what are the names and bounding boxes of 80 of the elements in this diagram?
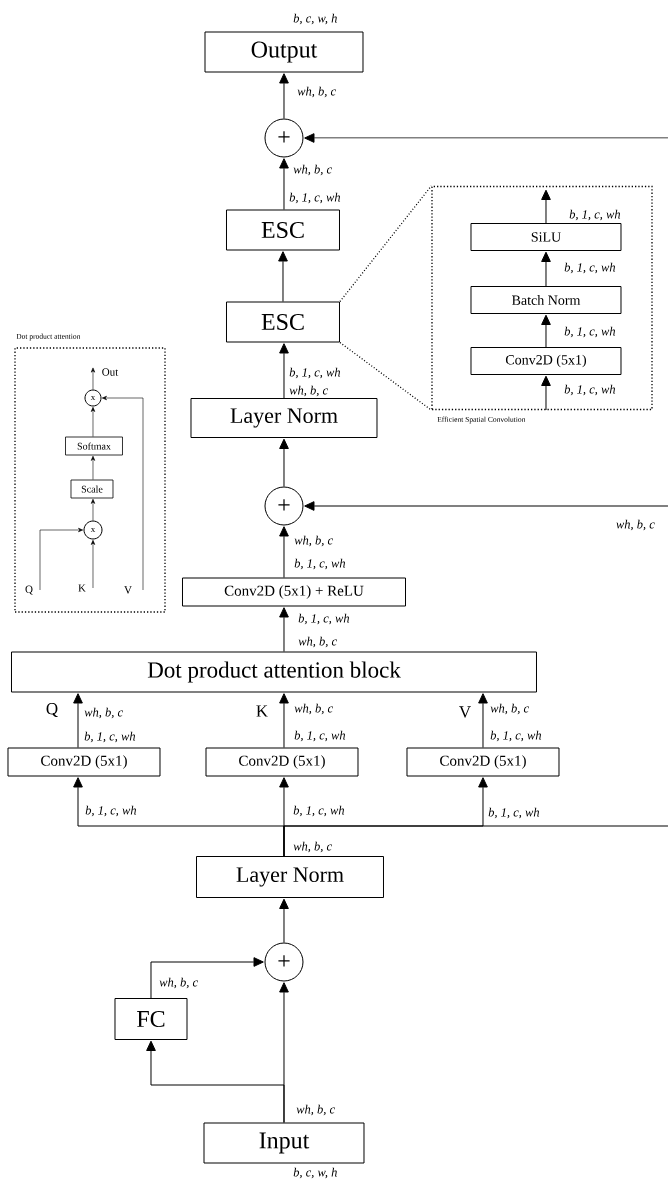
process-box: ESC	[226, 209, 340, 251]
process-box: Conv2D (5x1)	[470, 347, 622, 375]
branch-label: Q	[46, 703, 58, 717]
shape-label: wh, b, c	[298, 636, 337, 648]
zoom-line	[339, 341, 432, 411]
process-box: ESC	[226, 301, 340, 343]
shape-label: wh, b, c	[490, 703, 529, 715]
arrow	[146, 1040, 285, 1123]
shape-label: wh, b, c	[289, 385, 328, 397]
shape-label: b, 1, c, wh	[289, 192, 341, 204]
input-label: V	[124, 586, 132, 594]
process-box: Conv2D (5x1)	[7, 747, 161, 777]
shape-label: b, 1, c, wh	[294, 730, 346, 742]
connector-line	[283, 825, 668, 857]
arrow	[279, 607, 289, 652]
arrow	[304, 501, 668, 511]
arrow	[90, 498, 96, 521]
input-label: Out	[102, 368, 119, 376]
branch-label: K	[256, 705, 268, 717]
process-box: Dot product attention block	[11, 651, 537, 693]
process-box: Layer Norm	[190, 398, 378, 438]
arrow	[90, 407, 96, 437]
process-box: FC	[114, 998, 188, 1040]
shape-label: wh, b, c	[294, 535, 333, 547]
process-box: Conv2D (5x1)	[205, 747, 359, 777]
arrow	[279, 526, 289, 578]
arrow	[278, 251, 288, 302]
arrow	[279, 73, 289, 119]
shape-label: wh, b, c	[294, 703, 333, 715]
arrow	[279, 158, 289, 210]
inset-box	[431, 185, 653, 411]
arrow	[102, 395, 144, 591]
process-box: Scale	[70, 479, 114, 499]
arrow	[478, 693, 488, 748]
shape-label: wh, b, c	[293, 164, 332, 176]
arrow	[39, 527, 83, 591]
shape-label: wh, b, c	[297, 86, 336, 98]
arrow	[150, 957, 264, 999]
process-box: Output	[204, 31, 364, 73]
arrow	[279, 693, 289, 748]
arrow	[90, 367, 96, 390]
arrow	[90, 455, 96, 480]
shape-label: b, 1, c, wh	[84, 731, 136, 743]
shape-label: wh, b, c	[159, 977, 198, 989]
arrow	[541, 251, 551, 287]
shape-label: wh, b, c	[616, 519, 655, 531]
arrow	[541, 189, 551, 224]
arrow	[541, 375, 551, 411]
process-box: Layer Norm	[196, 856, 384, 898]
branch-label: V	[459, 706, 471, 718]
arrow	[279, 898, 289, 943]
shape-label: b, 1, c, wh	[294, 558, 346, 570]
shape-label: b, 1, c, wh	[490, 730, 542, 742]
arrow	[73, 693, 83, 748]
arrow	[279, 438, 289, 487]
arrow	[541, 314, 551, 348]
zoom-line	[339, 185, 432, 303]
shape-label: wh, b, c	[84, 707, 123, 719]
shape-label: b, 1, c, wh	[298, 613, 350, 625]
process-box: Conv2D (5x1)	[406, 747, 560, 777]
process-box: Input	[203, 1122, 365, 1164]
inset-box	[14, 347, 166, 613]
shape-label: b, c, w, h	[293, 13, 337, 25]
process-box: Conv2D (5x1) + ReLU	[182, 577, 406, 607]
process-box: SiLU	[470, 223, 622, 251]
shape-label: b, 1, c, wh	[488, 807, 540, 819]
shape-label: b, 1, c, wh	[564, 326, 616, 338]
input-label: Q	[25, 585, 33, 595]
arrow	[279, 343, 289, 399]
process-box: Batch Norm	[470, 286, 622, 314]
shape-label: b, 1, c, wh	[85, 805, 137, 817]
shape-label: b, 1, c, wh	[293, 805, 345, 817]
shape-label: b, 1, c, wh	[289, 367, 341, 379]
shape-label: wh, b, c	[293, 841, 332, 853]
process-box: Softmax	[65, 436, 123, 456]
shape-label: b, 1, c, wh	[564, 262, 616, 274]
arrow	[304, 133, 668, 143]
arrow	[90, 540, 96, 589]
shape-label: b, c, w, h	[293, 1167, 337, 1179]
input-label: K	[78, 584, 86, 592]
